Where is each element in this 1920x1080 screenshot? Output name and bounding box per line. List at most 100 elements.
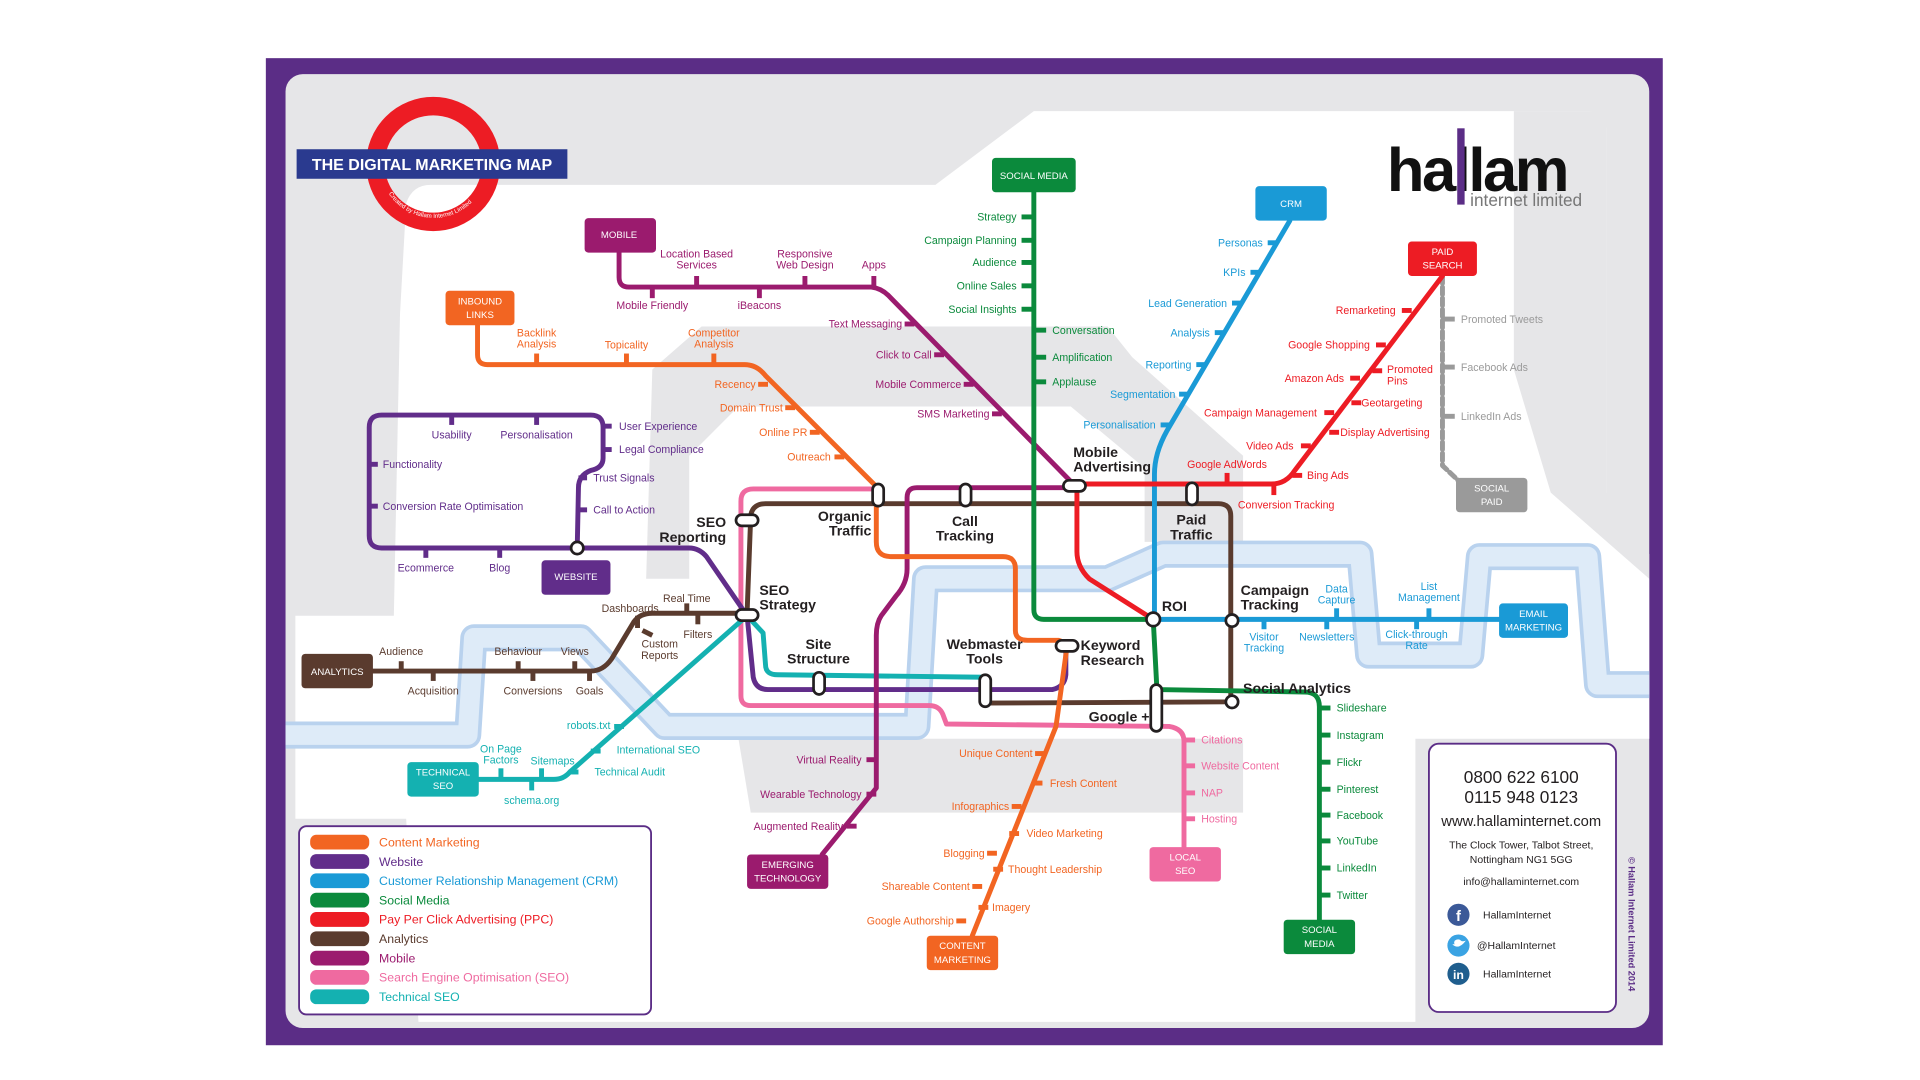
node-keyword-research[interactable] <box>1054 638 1080 653</box>
node-website[interactable] <box>569 540 585 556</box>
interchange-seo-strategy[interactable]: Strategy <box>759 597 816 613</box>
station-label[interactable]: Goals <box>576 685 604 697</box>
station-label[interactable]: Outreach <box>787 452 831 464</box>
station-label[interactable]: robots.txt <box>567 720 611 732</box>
station-label[interactable]: User Experience <box>619 421 697 433</box>
station-label[interactable]: Newsletters <box>1299 631 1354 643</box>
node-paid-traffic[interactable] <box>1185 481 1199 507</box>
station-label[interactable]: Acquisition <box>408 685 459 697</box>
station-label[interactable]: Real Time <box>663 593 711 605</box>
station-label[interactable]: Social Insights <box>948 304 1016 316</box>
station-label[interactable]: SMS Marketing <box>917 409 989 421</box>
station-label[interactable]: Shareable Content <box>882 881 970 893</box>
station-label[interactable]: Audience <box>379 646 423 658</box>
station-label[interactable]: Website Content <box>1201 761 1279 773</box>
phone-2[interactable]: 0115 948 0123 <box>1464 787 1578 807</box>
station-label[interactable]: Legal Compliance <box>619 444 704 456</box>
terminus-analytics[interactable]: ANALYTICS <box>301 653 373 689</box>
station-label[interactable]: Google Authorship <box>867 916 954 928</box>
station-label[interactable]: Data <box>1325 583 1347 595</box>
station-label[interactable]: Hosting <box>1201 813 1237 825</box>
station-label[interactable]: Google AdWords <box>1187 459 1267 471</box>
station-label[interactable]: Twitter <box>1337 890 1369 902</box>
interchange-campaign-tracking[interactable]: Tracking <box>1241 597 1299 613</box>
station-label[interactable]: Analysis <box>1170 327 1209 339</box>
node-site-structure[interactable] <box>812 670 826 696</box>
station-label[interactable]: Factors <box>483 754 518 766</box>
node-webmaster-tools[interactable] <box>978 673 993 709</box>
station-label[interactable]: iBeacons <box>738 300 782 312</box>
station-label[interactable]: Segmentation <box>1110 389 1175 401</box>
station-label[interactable]: Call to Action <box>593 505 655 517</box>
station-label[interactable]: Location Based <box>660 249 733 261</box>
facebook-handle[interactable]: HallamInternet <box>1483 910 1551 921</box>
station-label[interactable]: Usability <box>432 429 473 441</box>
station-label[interactable]: Reporting <box>1146 359 1192 371</box>
node-mobile-advertising[interactable] <box>1062 478 1087 493</box>
station-label[interactable]: Conversion Rate Optimisation <box>383 501 524 513</box>
station-label[interactable]: Mobile Commerce <box>875 379 961 391</box>
station-label[interactable]: On Page <box>480 743 522 755</box>
interchange-site-structure[interactable]: Site <box>805 636 831 652</box>
station-label[interactable]: Campaign Planning <box>924 235 1016 247</box>
station-label[interactable]: Promoted <box>1387 364 1433 376</box>
terminus-mobile[interactable]: MOBILE <box>584 218 656 253</box>
node-seo-strategy[interactable] <box>734 608 760 622</box>
station-label[interactable]: Recency <box>715 379 757 391</box>
interchange-mobile-advertising[interactable]: Advertising <box>1073 459 1151 475</box>
station-label[interactable]: Audience <box>972 257 1016 269</box>
station-label[interactable]: Personalisation <box>1083 420 1155 432</box>
station-label[interactable]: Filters <box>683 629 712 641</box>
station-label[interactable]: Pinterest <box>1337 784 1379 796</box>
station-label[interactable]: Strategy <box>977 212 1017 224</box>
interchange-call-tracking[interactable]: Call <box>952 513 978 529</box>
station-label[interactable]: Remarketing <box>1336 305 1396 317</box>
station-label[interactable]: Blogging <box>943 848 984 860</box>
station-label[interactable]: Google Shopping <box>1288 340 1370 352</box>
interchange-seo-strategy[interactable]: SEO <box>759 582 789 598</box>
interchange-seo-reporting[interactable]: SEO <box>696 514 726 530</box>
website-link[interactable]: www.hallaminternet.com <box>1440 814 1601 830</box>
station-label[interactable]: Pins <box>1387 375 1408 387</box>
node-campaign-tracking[interactable] <box>1224 613 1240 629</box>
interchange-webmaster-tools[interactable]: Webmaster <box>947 636 1023 652</box>
station-label[interactable]: NAP <box>1201 788 1223 800</box>
station-label[interactable]: Citations <box>1201 735 1242 747</box>
email-link[interactable]: info@hallaminternet.com <box>1463 877 1579 888</box>
interchange-social-analytics[interactable]: Social Analytics <box>1243 680 1351 696</box>
station-label[interactable]: schema.org <box>504 795 559 807</box>
node-roi[interactable] <box>1145 611 1162 628</box>
interchange-keyword-research[interactable]: Keyword <box>1081 637 1141 653</box>
station-label[interactable]: Video Ads <box>1246 441 1293 453</box>
station-label[interactable]: Facebook Ads <box>1461 362 1528 374</box>
station-label[interactable]: Unique Content <box>959 748 1033 760</box>
station-label[interactable]: Fresh Content <box>1050 778 1117 790</box>
station-label[interactable]: Slideshare <box>1337 703 1387 715</box>
station-label[interactable]: Imagery <box>992 902 1031 914</box>
station-label[interactable]: Bing Ads <box>1307 470 1349 482</box>
node-social-analytics[interactable] <box>1224 694 1240 710</box>
station-label[interactable]: Analysis <box>694 338 733 350</box>
terminus-social-media[interactable]: SOCIAL MEDIA <box>992 157 1076 193</box>
interchange-keyword-research[interactable]: Research <box>1081 652 1145 668</box>
station-label[interactable]: Tracking <box>1244 642 1284 654</box>
interchange-organic-traffic[interactable]: Traffic <box>829 523 872 539</box>
station-label[interactable]: International SEO <box>617 745 701 757</box>
station-label[interactable]: Technical Audit <box>594 767 665 779</box>
station-label[interactable]: LinkedIn Ads <box>1461 411 1522 423</box>
interchange-google-plus[interactable]: Google + <box>1089 709 1150 725</box>
station-label[interactable]: Domain Trust <box>720 402 783 414</box>
interchange-site-structure[interactable]: Structure <box>787 651 850 667</box>
twitter-icon[interactable] <box>1447 934 1470 957</box>
interchange-paid-traffic[interactable]: Paid <box>1176 512 1206 528</box>
interchange-paid-traffic[interactable]: Traffic <box>1170 526 1213 542</box>
station-label[interactable]: Flickr <box>1337 757 1363 769</box>
terminus-website[interactable]: WEBSITE <box>541 560 611 595</box>
station-label[interactable]: Custom <box>641 639 678 651</box>
